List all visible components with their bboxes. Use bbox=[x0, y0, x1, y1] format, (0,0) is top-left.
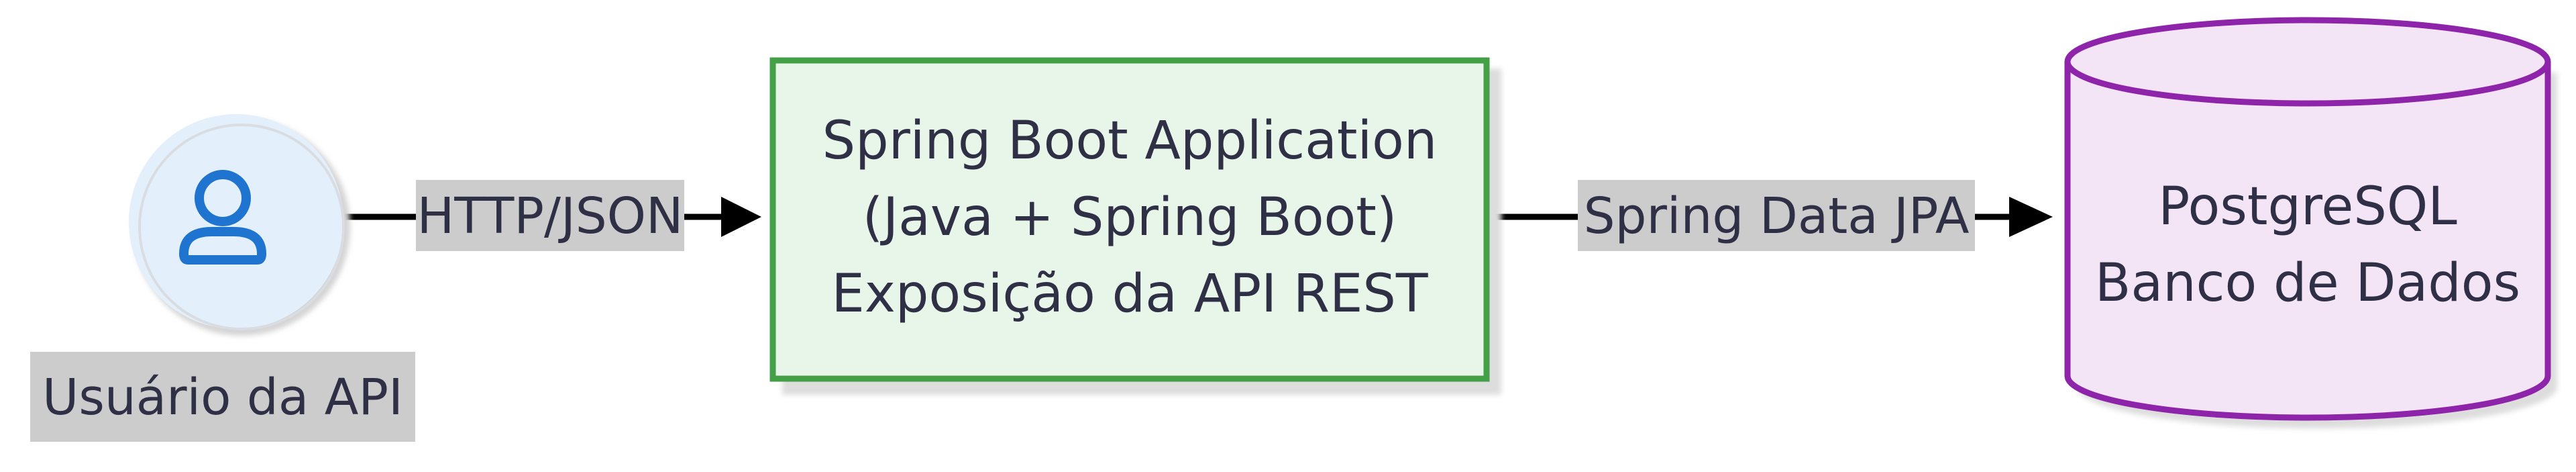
db-title: PostgreSQL bbox=[2158, 177, 2457, 237]
edge-label-http: HTTP/JSON bbox=[417, 187, 684, 245]
edge-label-jpa: Spring Data JPA bbox=[1584, 187, 1970, 245]
user-node: Usuário da API bbox=[30, 114, 415, 442]
arrowhead-http bbox=[721, 197, 761, 237]
db-subtitle: Banco de Dados bbox=[2095, 253, 2520, 314]
edge-label-bg-jpa bbox=[1578, 180, 1975, 251]
app-box bbox=[769, 57, 1490, 382]
app-subtitle: (Java + Spring Boot) bbox=[863, 187, 1397, 248]
user-circle-inner-ring bbox=[138, 124, 345, 330]
user-icon bbox=[179, 170, 266, 265]
edge-user-to-app: HTTP/JSON bbox=[329, 180, 761, 251]
edge-app-to-db: Spring Data JPA bbox=[1489, 180, 2053, 251]
arrowhead-jpa bbox=[2009, 197, 2053, 237]
db-node: PostgreSQL Banco de Dados bbox=[2064, 17, 2557, 428]
app-node: Spring Boot Application (Java + Spring B… bbox=[769, 57, 1501, 395]
db-cylinder-body bbox=[2064, 62, 2551, 421]
user-label: Usuário da API bbox=[42, 369, 403, 426]
edge-label-bg-http bbox=[416, 180, 684, 251]
app-description: Exposição da API REST bbox=[831, 264, 1428, 324]
db-cylinder-top bbox=[2064, 17, 2551, 107]
user-label-bg bbox=[30, 352, 415, 442]
app-title: Spring Boot Application bbox=[822, 111, 1438, 171]
